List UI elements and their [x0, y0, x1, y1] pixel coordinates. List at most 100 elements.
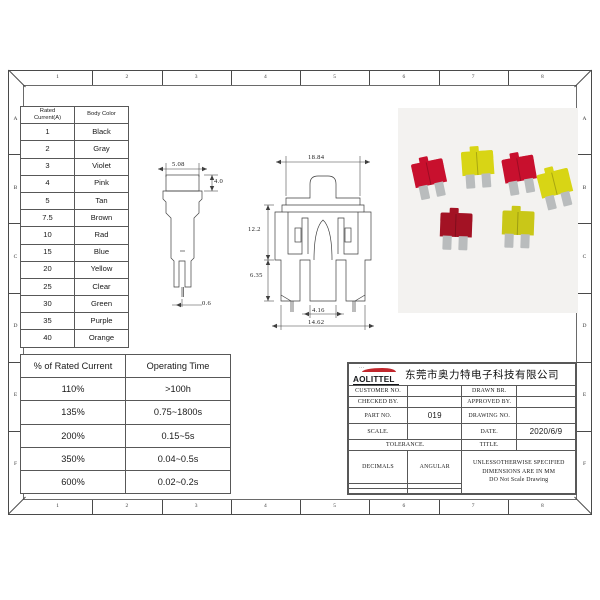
value-checked-by[interactable] [407, 396, 463, 409]
cell-body-color: Gray [74, 140, 129, 159]
cell-rated-current: 2 [20, 140, 75, 159]
header-body-color: Body Color [74, 105, 129, 125]
header-percent-rated: % of Rated Current [20, 353, 126, 379]
side-view-geometry [158, 163, 218, 308]
dim-blade-gap: 4.16 [312, 307, 325, 314]
zone-tick [8, 361, 23, 363]
tolerance-spare-1[interactable] [347, 488, 409, 494]
zone-letter-right-E: E [582, 392, 587, 399]
operating-time-table: % of Rated Current Operating Time 110%>1… [20, 353, 231, 495]
cell-rated-current: 30 [20, 295, 75, 314]
zone-letter-left-B: B [13, 184, 18, 191]
label-part-no: PART NO. [347, 407, 409, 425]
value-date[interactable]: 2020/6/9 [515, 423, 577, 441]
cell-operating-time: 0.04~0.5s [125, 446, 231, 471]
label-decimals: DECIMALS [347, 450, 409, 485]
zone-number-bottom-6: 6 [402, 503, 406, 509]
zone-letter-right-A: A [582, 115, 587, 122]
dim-total-height: 12.2 [248, 226, 261, 233]
zone-letter-left-F: F [13, 461, 18, 468]
zone-number-bottom-8: 8 [541, 503, 544, 509]
zone-tick [300, 500, 301, 515]
zone-tick [577, 361, 592, 363]
zone-tick [507, 70, 509, 85]
aolittel-logo-icon: ··· AOLITTEL [353, 365, 399, 385]
zone-letter-right-C: C [582, 253, 587, 260]
dim-leg-height: 6.35 [250, 272, 263, 279]
zone-letter-left-C: C [13, 253, 18, 260]
blade-fuse-item [459, 145, 498, 191]
value-drawing-no[interactable] [515, 407, 577, 425]
cell-body-color: Rad [74, 226, 129, 245]
zone-tick [161, 70, 163, 85]
logo-wordmark: AOLITTEL [353, 375, 395, 384]
drawing-notes: UNLESSOTHERWISE SPECIFIED DIMENSIONS ARE… [461, 450, 576, 494]
cell-body-color: Yellow [74, 260, 129, 279]
cell-body-color: Brown [74, 209, 129, 228]
zone-tick [161, 500, 163, 515]
header-rated-current: Rated Current(A) [20, 105, 75, 125]
cell-body-color: Blue [74, 243, 129, 262]
cell-percent-rated: 600% [20, 469, 126, 495]
zone-tick [230, 500, 232, 515]
value-approved-by[interactable] [515, 396, 577, 409]
title-block: ··· AOLITTEL 东莞市奥力特电子科技有限公司 CUSTOMER NO.… [347, 362, 577, 495]
value-scale[interactable] [407, 423, 463, 441]
cell-operating-time: >100h [125, 377, 231, 402]
cell-rated-current: 25 [20, 277, 75, 297]
dim-overall-width: 18.84 [308, 154, 325, 161]
zone-number-bottom-4: 4 [264, 503, 267, 509]
blade-fuse-item [437, 207, 475, 252]
label-scale: SCALE. [347, 423, 409, 441]
value-drawn-br[interactable] [515, 384, 577, 398]
zone-number-top-5: 5 [333, 74, 336, 80]
side-view-drawing: 5.08 4.0 0.6 [150, 155, 270, 335]
product-photo [398, 108, 578, 313]
zone-number-top-6: 6 [402, 74, 406, 80]
zone-tick [369, 70, 371, 85]
zone-tick [577, 430, 592, 432]
cell-rated-current: 20 [20, 260, 75, 279]
label-drawing-no: DRAWING NO. [461, 407, 517, 425]
cell-operating-time: 0.75~1800s [125, 400, 231, 425]
cell-rated-current: 7.5 [20, 209, 75, 228]
zone-tick [92, 500, 94, 515]
label-date: DATE. [461, 423, 517, 441]
value-customer-no[interactable] [407, 384, 463, 398]
company-header-cell: ··· AOLITTEL 东莞市奥力特电子科技有限公司 [348, 363, 576, 386]
zone-tick [507, 500, 509, 515]
blade-fuse-item [408, 153, 452, 204]
zone-tick [300, 70, 301, 85]
blade-fuse-item [533, 162, 579, 213]
note-line-3: DO Not Scale Drawing [489, 477, 549, 484]
zone-tick [92, 70, 94, 85]
tolerance-spare-2[interactable] [407, 488, 463, 494]
header-operating-time: Operating Time [125, 353, 231, 379]
front-view-geometry [264, 156, 374, 330]
cell-rated-current: 1 [20, 123, 75, 142]
cell-rated-current: 5 [20, 191, 75, 211]
zone-number-top-1: 1 [56, 74, 59, 80]
value-part-no[interactable]: 019 [407, 407, 463, 425]
zone-letter-left-D: D [13, 323, 18, 330]
zone-number-bottom-5: 5 [333, 503, 336, 509]
cell-body-color: Violet [74, 157, 129, 176]
cell-body-color: Green [74, 295, 129, 314]
zone-tick [438, 70, 440, 85]
front-view-drawing: 18.84 12.2 6.35 4.16 14.62 [248, 150, 393, 340]
table-row: 350%0.04~0.5s [20, 446, 231, 471]
value-title[interactable] [515, 439, 577, 452]
cell-body-color: Tan [74, 191, 129, 211]
cell-percent-rated: 135% [20, 400, 126, 425]
label-checked-by: CHECKED BY. [347, 396, 409, 409]
cell-percent-rated: 110% [20, 377, 126, 402]
